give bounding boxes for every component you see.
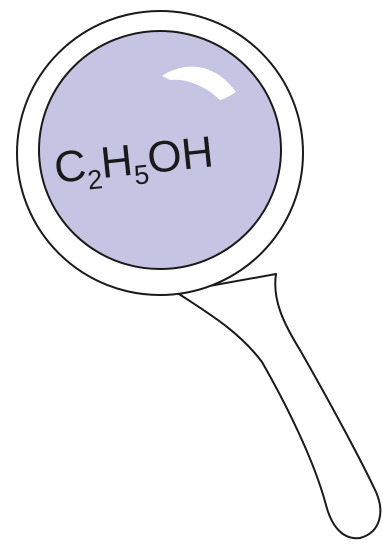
lens-formula: C2H5OH — [52, 127, 216, 198]
lens-glare — [162, 66, 236, 100]
formula-subscript-hydrogen: 5 — [133, 159, 151, 190]
formula-element-hydrogen: H — [98, 136, 135, 188]
formula-hydroxyl-group: OH — [145, 127, 216, 183]
magnifier-handle — [175, 273, 382, 540]
formula-subscript-carbon: 2 — [86, 164, 104, 195]
formula-element-carbon: C — [52, 141, 89, 193]
